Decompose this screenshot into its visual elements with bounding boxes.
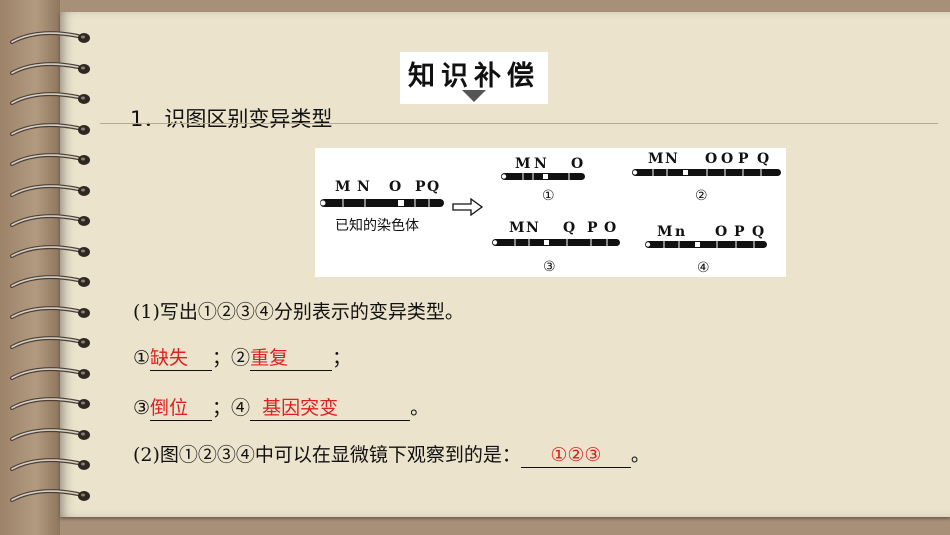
spiral-ring-icon: [8, 30, 92, 46]
spiral-ring-icon: [8, 366, 92, 382]
chromosome-number: ②: [695, 188, 708, 204]
gene-label: M: [509, 220, 525, 236]
gene-label: n: [675, 224, 685, 240]
gene-label: N: [665, 151, 678, 167]
spiral-ring-icon: [8, 244, 92, 260]
gene-label: Q: [757, 151, 769, 167]
gene-label: Q: [427, 179, 439, 195]
chromosome-number: ④: [697, 260, 710, 276]
spiral-ring-icon: [8, 427, 92, 443]
spiral-ring-icon: [8, 213, 92, 229]
spiral-ring-icon: [8, 122, 92, 138]
answer-blank-3: 倒位: [150, 396, 212, 421]
chromosome-figure: M N O P Q 已知的染色体 M N O: [315, 148, 786, 277]
question-2-text: (2)图①②③④中可以在显微镜下观察到的是：: [133, 444, 521, 466]
answer-separator: ；④: [212, 397, 250, 419]
question-heading: 1．识图区别变异类型: [130, 103, 332, 133]
spiral-ring-icon: [8, 183, 92, 199]
gene-label: M: [335, 179, 351, 195]
gene-label: M: [657, 224, 673, 240]
answer-marker: ①: [133, 347, 150, 369]
answer-marker: ③: [133, 397, 150, 419]
transform-arrow-icon: [453, 199, 482, 215]
gene-label: P: [738, 151, 749, 167]
divider: [100, 123, 938, 124]
chromosome-number: ③: [543, 259, 556, 275]
answer-end: ；: [332, 347, 351, 369]
section-title: 知识补偿: [400, 54, 548, 93]
answer-blank-1: 缺失: [150, 346, 212, 371]
chromosome-4: M n O P Q ④: [645, 224, 767, 276]
spiral-ring-icon: [8, 274, 92, 290]
gene-label: N: [357, 179, 370, 195]
chromosome-2: M N O O P Q ②: [632, 151, 781, 204]
chromosome-number: ①: [542, 188, 555, 204]
gene-label: O: [389, 179, 401, 195]
spiral-ring-icon: [8, 152, 92, 168]
gene-label: O: [571, 156, 583, 172]
answer-blank-4: 基因突变: [250, 396, 410, 421]
notebook-spine: [0, 0, 60, 535]
gene-label: N: [534, 156, 547, 172]
answer-blank-5: ①②③: [521, 443, 631, 468]
spiral-ring-icon: [8, 457, 92, 473]
section-title-box: 知识补偿: [400, 52, 548, 104]
chromosome-caption: 已知的染色体: [335, 217, 419, 234]
chromosome-1: M N O ①: [501, 156, 585, 204]
spiral-ring-icon: [8, 305, 92, 321]
chromosome-diagram: M N O P Q 已知的染色体 M N O: [315, 148, 786, 277]
answer-end: 。: [631, 444, 650, 466]
gene-label: M: [648, 151, 664, 167]
gene-label: N: [526, 220, 539, 236]
gene-label: O: [715, 224, 727, 240]
question-1-text: (1)写出①②③④分别表示的变异类型。: [133, 297, 464, 324]
gene-label: Q: [752, 224, 764, 240]
gene-label: O: [721, 151, 733, 167]
spiral-ring-icon: [8, 61, 92, 77]
gene-label: P: [587, 220, 598, 236]
gene-label: M: [515, 156, 531, 172]
question-2-row: (2)图①②③④中可以在显微镜下观察到的是：①②③。: [133, 440, 650, 468]
gene-label: P: [734, 224, 745, 240]
answer-separator: ；②: [212, 347, 250, 369]
gene-label: P: [415, 179, 426, 195]
original-chromosome: M N O P Q 已知的染色体: [320, 179, 444, 234]
gene-label: Q: [563, 220, 575, 236]
spiral-ring-icon: [8, 91, 92, 107]
spiral-ring-icon: [8, 488, 92, 504]
gene-label: O: [604, 220, 616, 236]
answer-end: 。: [410, 397, 429, 419]
chromosome-3: M N Q P O ③: [492, 220, 620, 275]
gene-label: O: [705, 151, 717, 167]
spiral-ring-icon: [8, 396, 92, 412]
answer-row-1: ①缺失；②重复；: [133, 343, 351, 371]
spiral-ring-icon: [8, 335, 92, 351]
down-arrow-icon: [462, 90, 486, 102]
answer-blank-2: 重复: [250, 346, 332, 371]
